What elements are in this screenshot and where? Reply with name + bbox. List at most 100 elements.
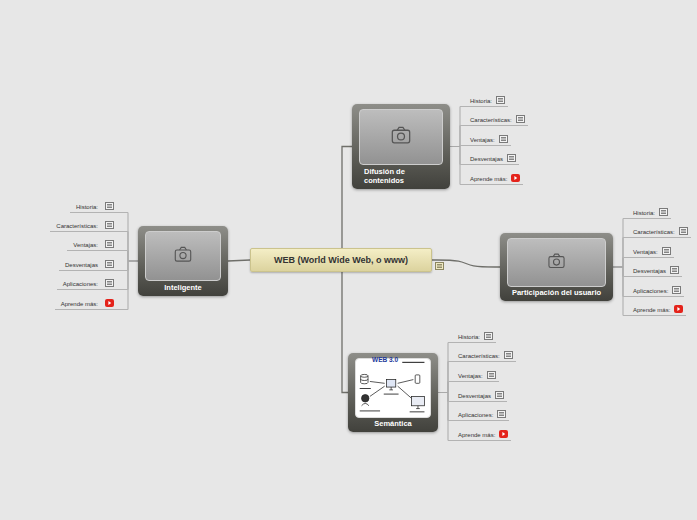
subtopic-item: Desventajas bbox=[448, 391, 507, 402]
connector bbox=[613, 258, 623, 268]
connector bbox=[228, 260, 250, 261]
image-placeholder bbox=[146, 232, 220, 280]
subtopic-item: Características: bbox=[460, 115, 528, 126]
central-topic: WEB (World Wide Web, o www) bbox=[250, 248, 432, 272]
connector bbox=[128, 232, 138, 262]
node-text: Semántica bbox=[374, 419, 412, 428]
connector bbox=[128, 261, 138, 290]
connector bbox=[438, 393, 448, 441]
connector bbox=[438, 393, 448, 402]
note-icon bbox=[484, 332, 493, 340]
subtopic-item: Historia: bbox=[448, 332, 496, 343]
node-text: Historia: bbox=[458, 334, 480, 340]
subtopic-item: Desventajas bbox=[59, 260, 128, 271]
note-icon bbox=[504, 351, 513, 359]
note-icon bbox=[495, 391, 504, 399]
subtopic-item: Historia: bbox=[460, 96, 508, 107]
main-topic-box: Inteligente bbox=[138, 226, 228, 296]
video-icon bbox=[105, 299, 114, 307]
subtopic-item: Desventajas bbox=[460, 154, 519, 165]
subtopic-item: Ventajas: bbox=[460, 135, 511, 146]
node-text: Aplicaciones: bbox=[458, 412, 493, 418]
connector bbox=[438, 393, 448, 421]
note-icon bbox=[516, 115, 525, 123]
connector bbox=[438, 362, 448, 393]
subtopic-item: Aprende más: bbox=[623, 305, 686, 316]
subtopic-item: Aprende más: bbox=[460, 174, 523, 185]
note-icon bbox=[499, 135, 508, 143]
node-text: Características: bbox=[633, 229, 675, 235]
web3-illustration bbox=[356, 359, 430, 417]
note-icon bbox=[507, 154, 516, 162]
node-text: WEB (World Wide Web, o www) bbox=[274, 255, 408, 265]
video-icon bbox=[499, 430, 508, 438]
connector bbox=[613, 238, 623, 268]
node-text: Aprende más: bbox=[458, 432, 495, 438]
connector bbox=[613, 267, 623, 277]
subtopic-item: Características: bbox=[623, 227, 691, 238]
node-text: Historia: bbox=[76, 204, 98, 210]
video-icon bbox=[511, 174, 520, 182]
note-icon bbox=[679, 227, 688, 235]
connector bbox=[128, 261, 138, 271]
note-icon bbox=[670, 266, 679, 274]
subtopic-item: Historia: bbox=[623, 208, 671, 219]
node-text: Inteligente bbox=[164, 283, 202, 292]
node-text: Participación del usuario bbox=[512, 288, 601, 297]
node-text: Ventajas: bbox=[73, 242, 98, 248]
note-icon bbox=[105, 240, 114, 248]
subtopic-item: Aprende más: bbox=[448, 430, 511, 441]
node-text: Historia: bbox=[470, 98, 492, 104]
subtopic-item: Ventajas: bbox=[67, 240, 128, 251]
subtopic-item: Aplicaciones: bbox=[623, 286, 684, 297]
topic-image bbox=[359, 109, 443, 165]
connector bbox=[438, 382, 448, 393]
connector bbox=[342, 147, 352, 249]
subtopic-item: Características: bbox=[50, 221, 128, 232]
node-text: Características: bbox=[470, 117, 512, 123]
topic-image bbox=[507, 238, 606, 287]
subtopic-item: Historia: bbox=[70, 202, 128, 213]
node-text: Aprende más: bbox=[470, 176, 507, 182]
note-icon bbox=[435, 256, 444, 264]
connector bbox=[128, 261, 138, 310]
note-icon bbox=[659, 208, 668, 216]
node-text: Aprende más: bbox=[61, 301, 98, 307]
connector bbox=[613, 267, 623, 316]
note-icon bbox=[105, 221, 114, 229]
video-icon bbox=[674, 305, 683, 313]
connector bbox=[613, 267, 623, 297]
connector bbox=[128, 213, 138, 262]
topic-image bbox=[355, 358, 431, 418]
topic-image bbox=[145, 231, 221, 281]
subtopic-item: Ventajas: bbox=[623, 247, 674, 258]
main-topic-box: Semántica bbox=[348, 353, 438, 432]
subtopic-item: Ventajas: bbox=[448, 371, 499, 382]
main-topic-box: Difusión de contenidos bbox=[352, 104, 450, 189]
node-text: Aprende más: bbox=[633, 307, 670, 313]
note-icon bbox=[672, 286, 681, 294]
subtopic-item: Aplicaciones: bbox=[57, 279, 128, 290]
connector bbox=[128, 251, 138, 262]
main-topic-box: Participación del usuario bbox=[500, 233, 613, 301]
node-text: Desventajas bbox=[458, 393, 491, 399]
node-text: Difusión de contenidos bbox=[364, 167, 442, 185]
subtopic-item: Aprende más: bbox=[55, 299, 128, 310]
connector bbox=[450, 147, 460, 185]
node-text: Desventajas bbox=[65, 262, 98, 268]
note-icon bbox=[496, 96, 505, 104]
connector bbox=[613, 219, 623, 268]
note-icon bbox=[105, 279, 114, 287]
illustration-label: WEB 3.0 bbox=[372, 356, 398, 363]
note-icon bbox=[105, 260, 114, 268]
node-text: Desventajas bbox=[633, 268, 666, 274]
connector bbox=[450, 126, 460, 147]
node-text: Historia: bbox=[633, 210, 655, 216]
node-text: Desventajas bbox=[470, 156, 503, 162]
node-text: Ventajas: bbox=[458, 373, 483, 379]
note-icon bbox=[105, 202, 114, 210]
subtopic-item: Características: bbox=[448, 351, 516, 362]
node-text: Características: bbox=[458, 353, 500, 359]
image-placeholder bbox=[360, 110, 442, 164]
